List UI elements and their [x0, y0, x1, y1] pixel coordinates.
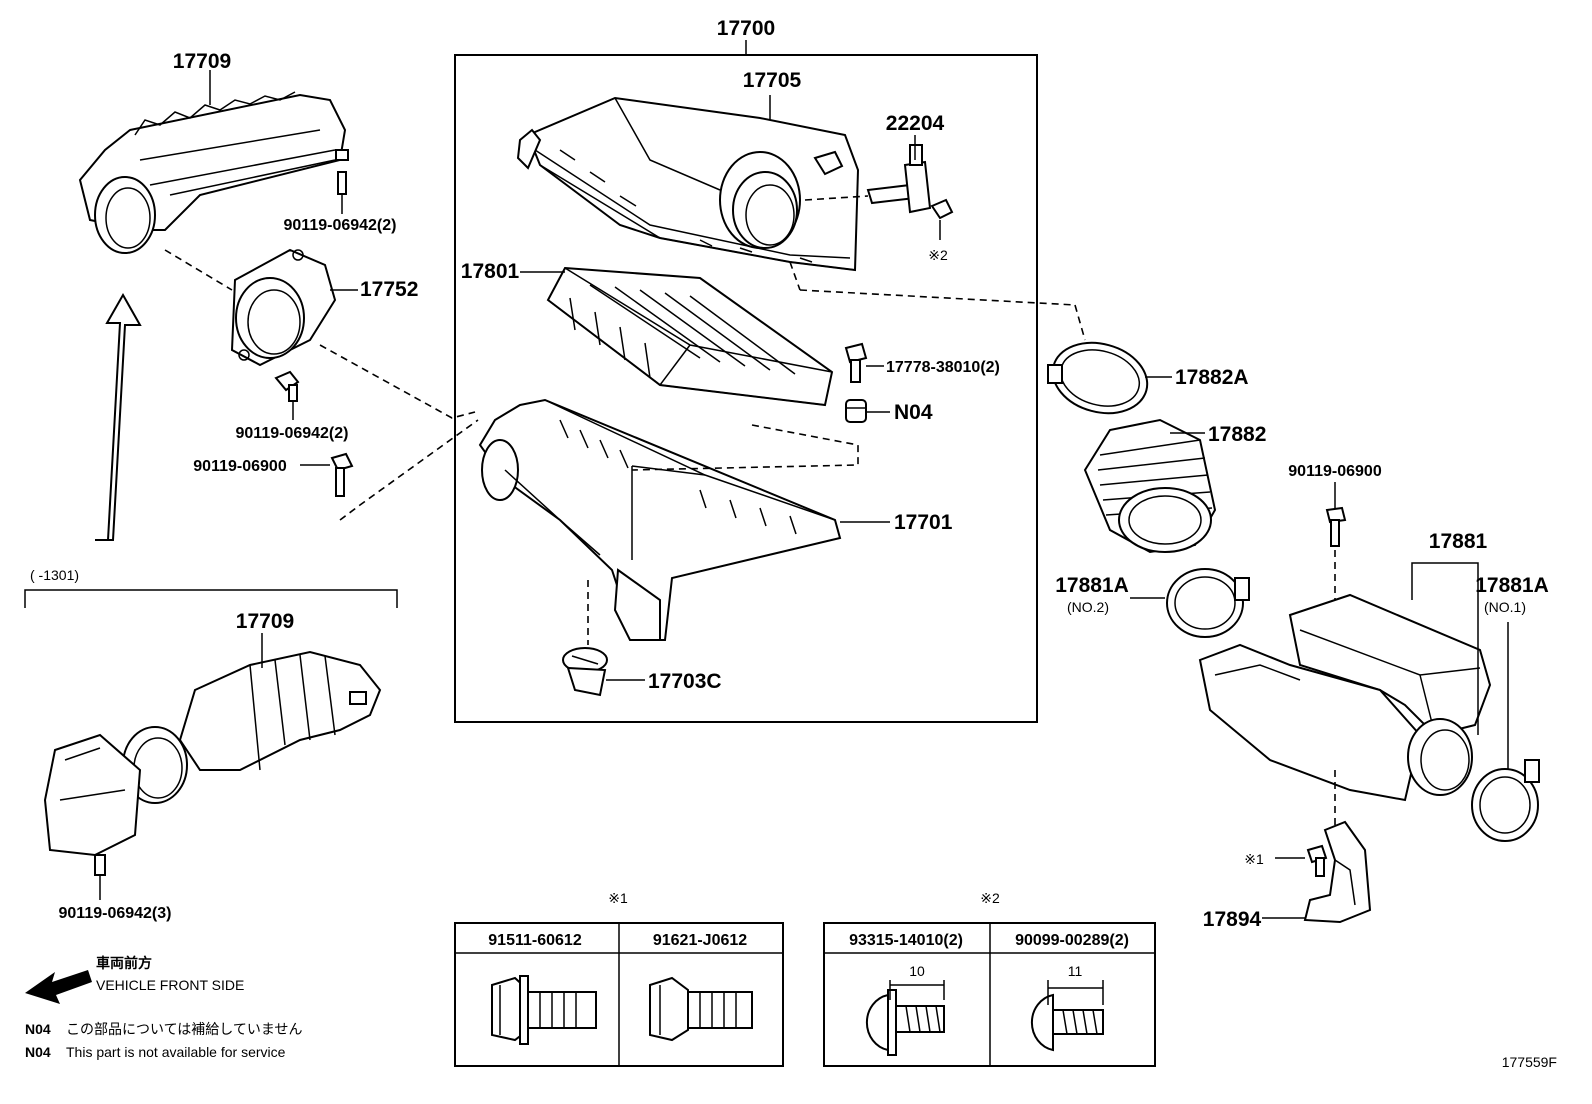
table2-dim2: 11 — [1068, 963, 1083, 979]
label-90119-06942-2b: 90119-06942(2) — [236, 425, 349, 442]
bracket-17894 — [1303, 820, 1372, 924]
label-17881A-no1: 17881A — [1475, 574, 1549, 597]
label-17801: 17801 — [461, 260, 520, 283]
sensor-22204 — [866, 144, 954, 220]
upward-arrow — [95, 292, 142, 541]
label-17752: 17752 — [360, 278, 418, 301]
table2-col1: 93315-14010(2) — [849, 932, 963, 949]
table1-col2: 91621-J0612 — [653, 932, 747, 949]
air-inlet-17709-top — [78, 91, 349, 254]
figure-id: 177559F — [1502, 1054, 1557, 1070]
table2-dim1: 10 — [909, 963, 925, 979]
label-17881A-no2: 17881A — [1055, 574, 1129, 597]
label-90119-06942-3: 90119-06942(3) — [59, 905, 172, 922]
table-mark1: ※1 91511-60612 91621-J0612 — [454, 890, 784, 1067]
n04-en-code: N04 — [25, 1044, 51, 1060]
table2-col2: 90099-00289(2) — [1015, 932, 1129, 949]
label-90119-06942-2a: 90119-06942(2) — [284, 217, 397, 234]
bolt-mark1-small — [1306, 844, 1328, 877]
clamp-17882A — [1047, 341, 1149, 415]
hose-17882 — [1083, 418, 1217, 554]
table2-mark: ※2 — [980, 890, 1000, 906]
screw-93315-icon — [865, 980, 945, 1056]
flange-bolt-91511-icon — [491, 975, 597, 1045]
clamp-17881A-no1 — [1471, 759, 1540, 842]
duct-17881 — [1198, 593, 1492, 802]
label-17778: 17778-38010(2) — [886, 359, 1000, 376]
label-variant-range: ( -1301) — [30, 567, 79, 583]
label-90119-06900-left: 90119-06900 — [193, 458, 287, 475]
drain-plug-17703C — [562, 647, 608, 697]
air-cleaner-cap-17705 — [516, 96, 860, 272]
bolt-90119-06900-left — [330, 452, 354, 497]
label-N04: N04 — [894, 401, 933, 424]
clamp-17881A-no2 — [1166, 568, 1250, 638]
label-17881: 17881 — [1429, 530, 1488, 553]
label-17701: 17701 — [894, 511, 953, 534]
table1-mark: ※1 — [608, 890, 628, 906]
air-cleaner-case-17701 — [478, 398, 842, 641]
direction-arrow-icon — [25, 970, 92, 1004]
label-17705: 17705 — [743, 69, 802, 92]
label-17700: 17700 — [717, 17, 775, 40]
label-17709-bottom: 17709 — [236, 610, 294, 633]
n04-jp-text: この部品については補給していません — [66, 1021, 302, 1037]
table1-col1: 91511-60612 — [488, 932, 582, 949]
label-17882A: 17882A — [1175, 366, 1249, 389]
adapter-17752 — [230, 248, 337, 367]
label-17703C: 17703C — [648, 670, 722, 693]
air-inlet-17709-bottom — [43, 650, 382, 876]
bolt-90119-06900-right — [1325, 506, 1347, 547]
n04-en-text: This part is not available for service — [66, 1044, 286, 1060]
mark-1-small-label: ※1 — [1244, 851, 1264, 867]
label-no2: (NO.2) — [1067, 599, 1109, 615]
bolt-90119-06942-mid — [274, 370, 300, 402]
mark-2-label: ※2 — [928, 247, 948, 263]
label-no1: (NO.1) — [1484, 599, 1526, 615]
direction-jp: 車両前方 — [96, 955, 152, 971]
label-17709-top: 17709 — [173, 50, 231, 73]
clip-17778 — [844, 342, 868, 383]
label-17882: 17882 — [1208, 423, 1266, 446]
label-22204: 22204 — [886, 112, 945, 135]
hex-bolt-91621-icon — [649, 976, 753, 1042]
label-17894: 17894 — [1203, 908, 1262, 931]
label-90119-06900-right: 90119-06900 — [1288, 463, 1382, 480]
table-mark2: ※2 93315-14010(2) 90099-00289(2) 10 11 — [823, 890, 1156, 1067]
n04-jp-code: N04 — [25, 1021, 51, 1037]
direction-en: VEHICLE FRONT SIDE — [96, 977, 244, 993]
grommet-N04 — [845, 399, 867, 423]
filter-element-17801 — [546, 266, 834, 407]
screw-90099-icon — [1030, 980, 1104, 1052]
